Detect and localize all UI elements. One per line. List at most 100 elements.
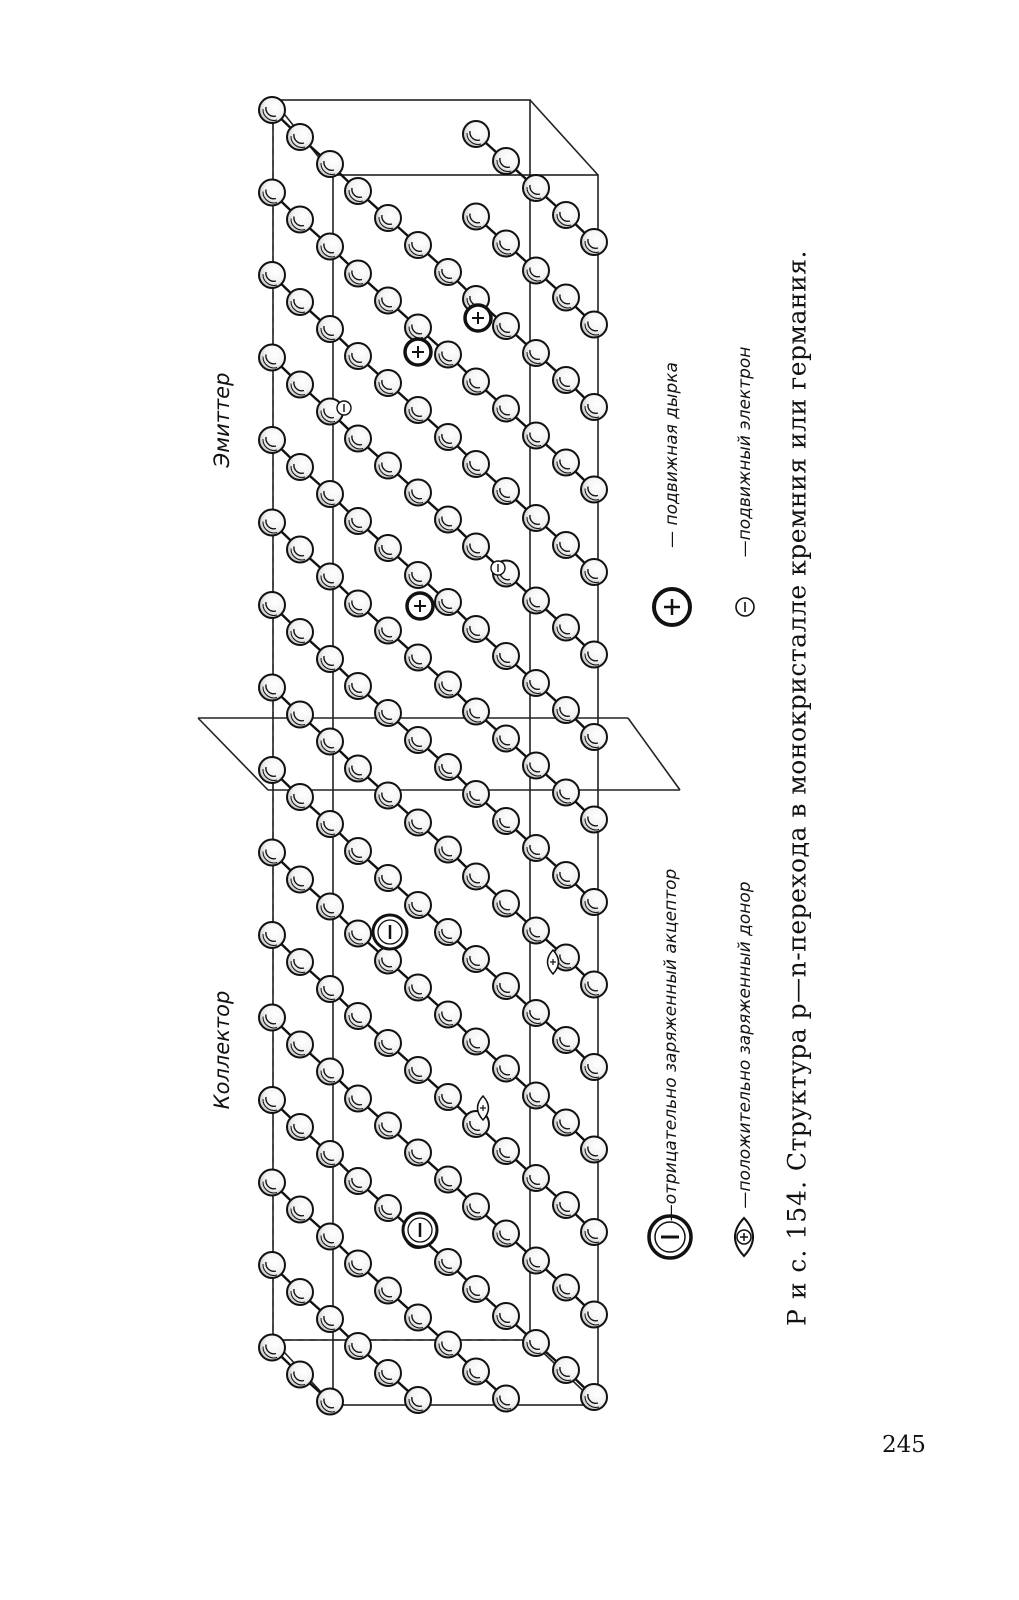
legend-hole-text: — подвижная дырка (662, 362, 682, 548)
atom (434, 1165, 462, 1194)
atom-shading-arc (411, 736, 423, 747)
atom (462, 697, 490, 726)
atom-shading-arc (378, 546, 394, 559)
atom-shading-arc (466, 462, 482, 475)
atom-shading-arc (587, 1228, 599, 1239)
atom-shading-arc (556, 791, 572, 804)
atom (374, 534, 402, 562)
atom-shading-arc (320, 1235, 336, 1248)
atom (344, 342, 372, 370)
atom (344, 1332, 372, 1360)
atom-shading-arc (584, 1148, 600, 1161)
atom-shading-arc (466, 1370, 482, 1383)
atom (434, 505, 462, 534)
atom (492, 394, 520, 423)
legend-acceptor-symbol (647, 1214, 693, 1260)
atom-shading-arc (265, 189, 277, 200)
atom-shading-arc (323, 985, 335, 996)
legend-donor-text: —положительно заряженный донор (735, 881, 755, 1209)
acceptor-inner-ring (407, 1217, 433, 1243)
atom (286, 535, 314, 564)
atom-shading-arc (529, 1174, 541, 1185)
atom-shading-arc (469, 625, 481, 636)
atom (522, 586, 550, 615)
atom-shading-arc (559, 706, 571, 717)
atom-shading-arc (587, 238, 599, 249)
atom-shading-arc (469, 378, 481, 389)
atom-shading-arc (587, 486, 599, 497)
atom-shading-arc (559, 624, 571, 635)
atom-shading-arc (499, 1395, 511, 1406)
atom (492, 724, 520, 753)
atom (404, 726, 432, 754)
atom-shading-arc (441, 351, 453, 362)
atom-shading-arc (381, 379, 393, 390)
atom (522, 999, 550, 1027)
atom-shading-arc (408, 1151, 424, 1164)
atom-shading-arc (559, 871, 571, 882)
atom (374, 286, 402, 315)
atom-shading-arc (348, 602, 364, 615)
atom-shading-arc (323, 325, 335, 336)
atom-shading-arc (556, 1368, 572, 1381)
atom (552, 943, 580, 972)
atom (552, 448, 580, 477)
atom-shading-arc (351, 1177, 363, 1188)
donor-ion (546, 948, 560, 976)
atom-shading-arc (262, 438, 278, 451)
atom-shading-arc (526, 1011, 542, 1024)
atom-shading-arc (262, 273, 278, 286)
atom-shading-arc (584, 1395, 600, 1408)
atom-shading-arc (265, 849, 277, 860)
atom-shading-arc (499, 900, 511, 911)
atom-shading-arc (584, 983, 600, 996)
atom (580, 1383, 608, 1411)
atom-shading-arc (556, 378, 572, 391)
atom-shading-arc (529, 349, 541, 360)
mobile-hole (403, 337, 433, 367)
atom-shading-arc (320, 575, 336, 588)
atom-shading-arc (529, 1257, 541, 1268)
atom-shading-arc (526, 681, 542, 694)
atom-shading-arc (323, 408, 335, 419)
atom (434, 753, 462, 781)
atom-shading-arc (381, 1122, 393, 1133)
atom-shading-arc (559, 376, 571, 387)
atom-shading-arc (320, 492, 336, 505)
atom (344, 754, 372, 783)
atom-shading-arc (323, 1068, 335, 1079)
atom (258, 673, 286, 702)
atom-shading-arc (348, 1097, 364, 1110)
atom-shading-arc (496, 737, 512, 750)
atom-shading-arc (496, 489, 512, 502)
atom-shading-arc (265, 1179, 277, 1190)
atom-shading-arc (469, 543, 481, 554)
atom (258, 1333, 286, 1362)
atom-shading-arc (469, 213, 481, 224)
atom (404, 1303, 432, 1332)
atom (492, 312, 520, 340)
atom-shading-arc (526, 846, 542, 859)
atom-shading-arc (526, 269, 542, 282)
atom (316, 1305, 344, 1333)
atom-shading-arc (290, 878, 306, 891)
atom (404, 231, 432, 259)
atom-shading-arc (265, 1344, 277, 1355)
atom (462, 1027, 490, 1056)
atom-shading-arc (496, 407, 512, 420)
atom-shading-arc (587, 403, 599, 414)
atom-shading-arc (559, 1201, 571, 1212)
atom-shading-arc (587, 321, 599, 332)
atom (404, 973, 432, 1002)
atom (552, 1191, 580, 1219)
atom (316, 975, 344, 1003)
atom-shading-arc (411, 1149, 423, 1160)
atom-shading-arc (526, 1176, 542, 1189)
atom (258, 261, 286, 289)
atom-shading-arc (496, 1314, 512, 1327)
atom (580, 558, 608, 586)
atom (462, 202, 490, 231)
atom (492, 972, 520, 1000)
atom-shading-arc (556, 543, 572, 556)
atom-shading-arc (587, 1311, 599, 1322)
